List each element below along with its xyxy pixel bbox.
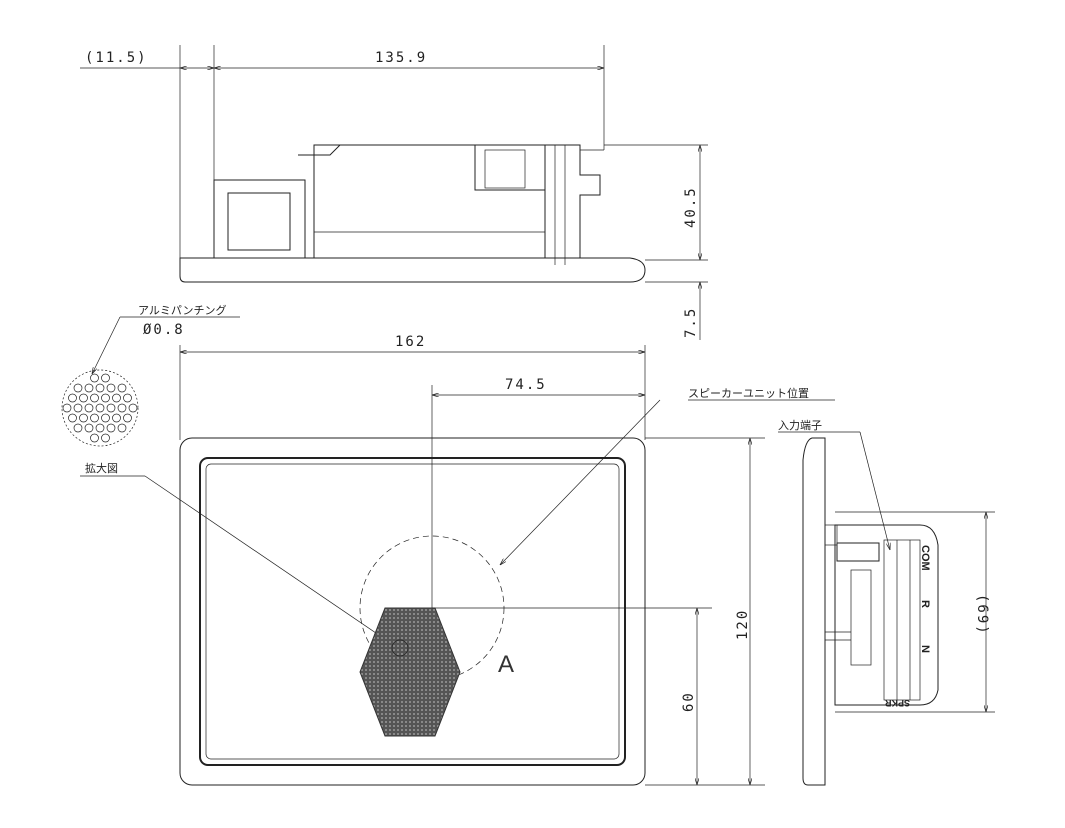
terminal-com: COM: [919, 545, 931, 571]
punch-hole: [101, 433, 110, 443]
terminal-box: [213, 179, 306, 259]
speaker-body: [313, 144, 546, 259]
punch-hole: [106, 383, 116, 393]
punch-hole: [84, 403, 94, 413]
punch-hole: [84, 423, 94, 433]
label-punching: アルミパンチング: [138, 303, 226, 317]
label-input-terminal: 入力端子: [778, 419, 822, 432]
punch-hole: [90, 433, 99, 443]
punch-hole: [73, 383, 83, 393]
terminal-spkr: SPKR: [884, 698, 910, 708]
punch-hole: [79, 393, 88, 403]
punch-hole: [95, 423, 105, 433]
dim-plate-thickness: 7.5: [683, 307, 699, 338]
dim-speaker-offset-x: 74.5: [505, 377, 547, 393]
dim-speaker-offset-y: 60: [681, 691, 697, 712]
punch-hole: [68, 413, 77, 423]
dim-height: 120: [735, 609, 751, 640]
punch-hole: [106, 403, 116, 413]
punch-hole: [95, 403, 105, 413]
terminal-r: R: [919, 600, 931, 608]
mesh-pattern: [359, 607, 461, 737]
dim-side-unit-height: (69): [974, 594, 990, 636]
label-speaker-position: スピーカーユニット位置: [688, 386, 809, 400]
punch-hole: [95, 383, 105, 393]
label-hole-diameter: Ø0.8: [143, 322, 185, 338]
punch-hole: [123, 393, 132, 403]
side-view: 入力端子 (69) COM R N SPKR: [778, 419, 995, 786]
punch-hole: [117, 403, 127, 413]
label-enlarged-view: 拡大図: [85, 461, 118, 475]
terminal-n: N: [919, 645, 931, 653]
punch-hole: [73, 423, 83, 433]
dim-body-height: 40.5: [683, 186, 699, 228]
dim-overhang: (11.5): [85, 50, 148, 66]
punch-hole: [68, 393, 77, 403]
punch-hole: [62, 403, 72, 413]
punch-hole: [101, 393, 110, 403]
punch-hole: [117, 423, 127, 433]
dim-width: 162: [395, 334, 426, 350]
punch-hole: [79, 413, 88, 423]
punch-hole: [123, 413, 132, 423]
punch-hole: [84, 383, 94, 393]
side-panel: [802, 437, 826, 786]
punch-hole: [106, 423, 116, 433]
punch-hole: [117, 383, 127, 393]
punch-hole: [128, 403, 138, 413]
terminal-unit: [834, 524, 939, 706]
dim-depth-length: 135.9: [375, 50, 427, 66]
top-view: (11.5) 135.9 40.5 7.5: [80, 45, 708, 340]
punch-hole: [101, 413, 110, 423]
punch-hole: [90, 413, 99, 423]
base-plate: [179, 257, 646, 283]
detail-mark: A: [498, 651, 514, 678]
front-view: 162 74.5 A スピーカーユニット位置 120 60: [179, 334, 835, 786]
punch-hole: [73, 403, 83, 413]
punch-hole: [90, 393, 99, 403]
punch-hole: [112, 413, 121, 423]
punching-detail: アルミパンチング Ø0.8 拡大図: [61, 303, 399, 649]
punch-hole: [90, 373, 99, 383]
punch-hole: [112, 393, 121, 403]
faceplate: [179, 437, 646, 786]
punch-hole: [101, 373, 110, 383]
